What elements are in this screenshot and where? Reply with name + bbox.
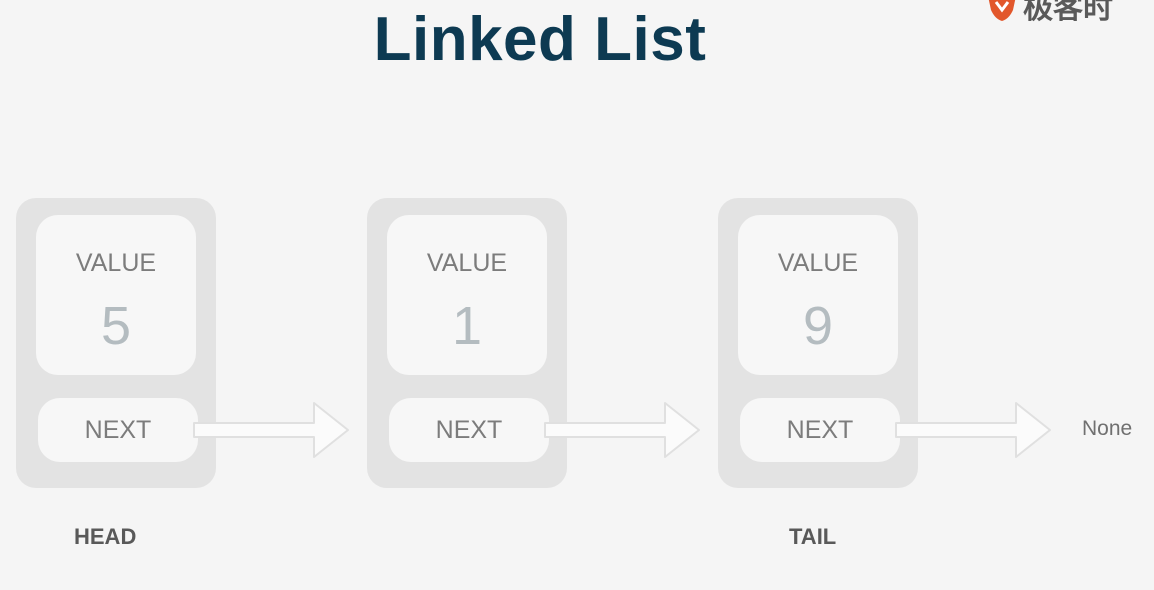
pointer-arrow-1 (193, 402, 349, 458)
terminal-none-label: None (1082, 417, 1133, 440)
node-next-box: NEXT (389, 398, 549, 462)
node-next-box: NEXT (740, 398, 900, 462)
node-value-box: VALUE 1 (387, 215, 547, 375)
node-next-label: NEXT (84, 416, 152, 444)
node-value: 5 (100, 296, 132, 356)
node-value: 9 (802, 296, 834, 356)
brand-logo-icon (988, 0, 1016, 21)
page-title: Linked List (373, 5, 707, 74)
brand-logo-text: 极客时 (1023, 0, 1113, 26)
list-node-3: VALUE 9 NEXT (718, 198, 918, 488)
list-node-2: VALUE 1 NEXT (367, 198, 567, 488)
node-value-label: VALUE (777, 249, 859, 277)
pointer-arrow-3 (895, 402, 1051, 458)
node-value: 1 (451, 296, 483, 356)
list-node-1: VALUE 5 NEXT (16, 198, 216, 488)
node-value-box: VALUE 9 (738, 215, 898, 375)
node-next-label: NEXT (435, 416, 503, 444)
head-label: HEAD (74, 524, 137, 549)
brand-logo: 极客时 (985, 0, 1113, 26)
node-next-box: NEXT (38, 398, 198, 462)
tail-label: TAIL (789, 524, 837, 549)
pointer-arrow-2 (544, 402, 700, 458)
node-value-box: VALUE 5 (36, 215, 196, 375)
node-next-label: NEXT (786, 416, 854, 444)
node-value-label: VALUE (75, 249, 157, 277)
node-value-label: VALUE (426, 249, 508, 277)
